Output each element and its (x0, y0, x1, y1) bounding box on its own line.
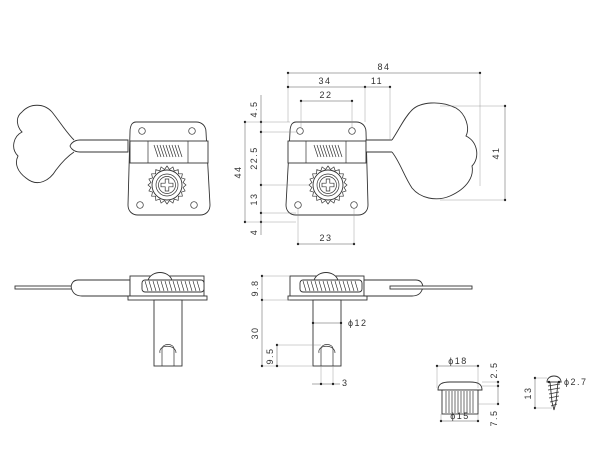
dim-barrel-height: 7.5 (489, 409, 499, 426)
tuner-side-view-left (14, 272, 208, 367)
tuner-front-view-left (13, 104, 211, 216)
dim-hole-spacing-bottom: 23 (319, 233, 332, 243)
dim-top-offset: 4.5 (249, 100, 259, 117)
dim-post-length: 30 (250, 326, 260, 339)
dim-plate-to-shaft: 11 (371, 76, 383, 86)
dim-flange-height: 2.5 (489, 361, 499, 378)
dim-hole-spacing-top: 22 (319, 90, 332, 100)
dim-bottom-offset: 4 (249, 229, 259, 236)
front-view-dimensions: 84 34 11 22 41 44 4.5 (233, 62, 507, 246)
dim-shaft-height: 22.5 (249, 146, 259, 170)
tuner-plate-right (285, 121, 369, 216)
dim-housing-height: 9.8 (250, 279, 260, 296)
dim-slot-width: 3 (342, 378, 349, 388)
dim-screw-length: 13 (523, 386, 533, 399)
bushing-drawing: ϕ18 ϕ15 2.5 7.5 (435, 356, 500, 427)
tuner-front-view-right (285, 102, 478, 216)
tuner-side-view-right (287, 272, 473, 367)
dim-screw-diameter: ϕ2.7 (564, 377, 588, 387)
dim-flange-diameter: ϕ18 (448, 356, 468, 366)
dim-gear-to-hole: 13 (249, 192, 259, 205)
dim-barrel-diameter: ϕ15 (450, 411, 470, 421)
dim-overall-length: 84 (377, 62, 390, 72)
dim-key-height: 41 (491, 146, 501, 159)
tuner-key-button-right (391, 102, 478, 200)
tuner-key-button-left (13, 104, 75, 183)
screw-drawing: 13 ϕ2.7 (523, 375, 588, 411)
dim-capstan-to-plate: 34 (318, 76, 331, 86)
dim-slot-depth: 9.5 (265, 347, 275, 364)
dim-plate-height: 44 (233, 165, 243, 178)
dim-post-diameter: ϕ12 (348, 318, 368, 328)
side-view-dimensions: 9.8 30 9.5 ϕ12 3 (250, 274, 368, 388)
